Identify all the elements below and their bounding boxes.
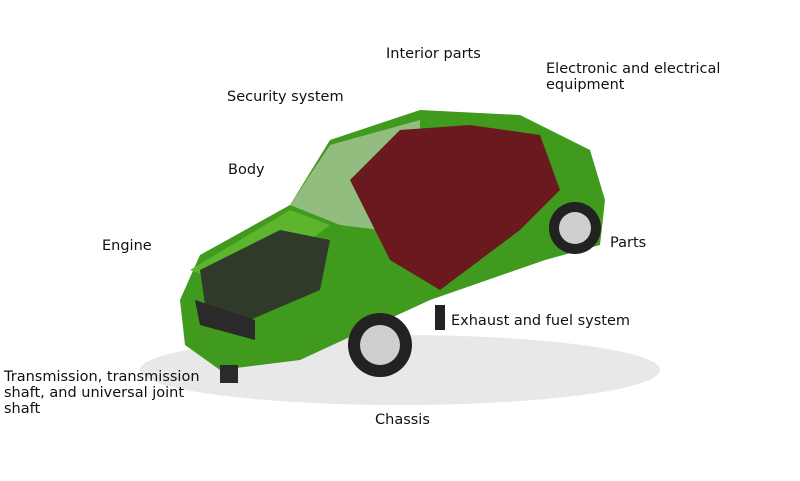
label-chassis: Chassis xyxy=(375,412,430,428)
label-security-system: Security system xyxy=(227,89,344,105)
label-engine: Engine xyxy=(102,238,152,254)
label-body: Body xyxy=(228,162,265,178)
front-grille xyxy=(195,300,255,340)
front-wheel-rim xyxy=(360,325,400,365)
label-transmission: Transmission, transmission shaft, and un… xyxy=(4,369,200,417)
transmission-part xyxy=(220,365,238,383)
label-parts: Parts xyxy=(610,235,647,251)
car-interior xyxy=(350,125,560,290)
exhaust-pipe xyxy=(435,305,445,330)
label-interior-parts: Interior parts xyxy=(386,46,481,62)
label-exhaust-fuel-system: Exhaust and fuel system xyxy=(451,313,631,329)
label-electronic-equipment: Electronic and electrical equipment xyxy=(546,61,721,93)
rear-wheel-rim xyxy=(559,212,591,244)
engine-bay xyxy=(200,230,330,320)
